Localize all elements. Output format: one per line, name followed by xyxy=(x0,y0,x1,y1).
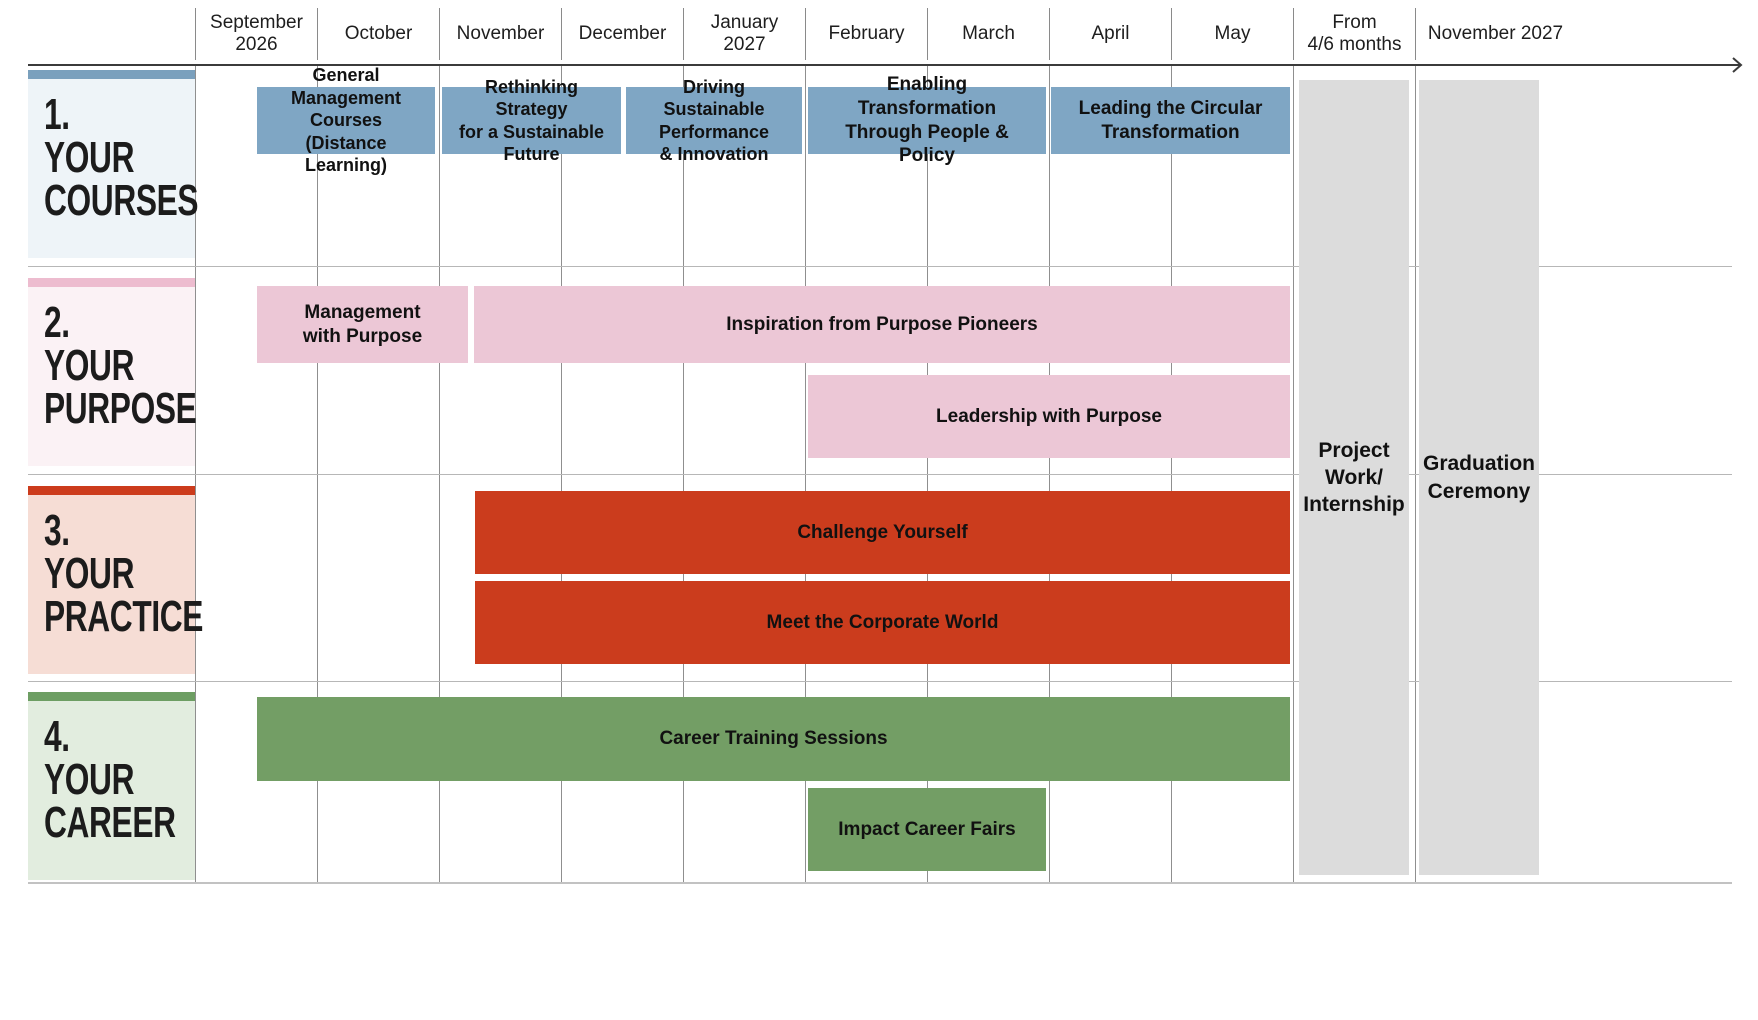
activity-bar[interactable]: Career Training Sessions xyxy=(257,697,1290,781)
timeline-axis xyxy=(28,64,1732,66)
row-divider xyxy=(28,681,1732,683)
category-card-body: 3. YOUR PRACTICE xyxy=(28,495,204,674)
activity-bar[interactable]: Challenge Yourself xyxy=(475,491,1290,574)
activity-bar[interactable]: Rethinking Strategy for a Sustainable Fu… xyxy=(442,77,621,164)
category-accent-bar xyxy=(28,486,195,495)
arrow-right-icon xyxy=(1724,56,1744,74)
timeline-column-header: September 2026 xyxy=(195,8,317,60)
category-card-your-courses[interactable]: 1. YOUR COURSES xyxy=(28,70,199,258)
activity-bar[interactable]: Management with Purpose xyxy=(257,286,468,363)
activity-bar[interactable]: Impact Career Fairs xyxy=(808,788,1046,871)
category-accent-bar xyxy=(28,70,195,79)
activity-bar[interactable]: Driving Sustainable Performance & Innova… xyxy=(626,77,802,164)
panel-graduation[interactable]: Graduation Ceremony xyxy=(1419,80,1539,875)
activity-bar[interactable]: Leading the Circular Transformation xyxy=(1051,87,1290,154)
category-accent-bar xyxy=(28,278,195,287)
row-divider xyxy=(28,474,1732,476)
category-card-body: 1. YOUR COURSES xyxy=(28,79,199,258)
timeline-column-header: May xyxy=(1171,8,1293,60)
timeline-column-header: April xyxy=(1049,8,1171,60)
panel-project-work[interactable]: Project Work/ Internship xyxy=(1299,80,1409,875)
category-label: 3. YOUR PRACTICE xyxy=(44,506,204,642)
timeline-column-header: November 2027 xyxy=(1415,8,1575,60)
category-card-body: 4. YOUR CAREER xyxy=(28,701,195,880)
category-label: 1. YOUR COURSES xyxy=(44,90,199,226)
activity-bar[interactable]: Meet the Corporate World xyxy=(475,581,1290,664)
activity-bar[interactable]: General Management Courses (Distance Lea… xyxy=(257,65,435,175)
timeline-column-header: March xyxy=(927,8,1049,60)
timeline-column-header: October xyxy=(317,8,439,60)
timeline-column-header: November xyxy=(439,8,561,60)
category-label: 4. YOUR CAREER xyxy=(44,712,176,848)
category-card-your-career[interactable]: 4. YOUR CAREER xyxy=(28,692,195,880)
category-label: 2. YOUR PURPOSE xyxy=(44,298,197,434)
activity-bar[interactable]: Leadership with Purpose xyxy=(808,375,1290,458)
category-card-your-practice[interactable]: 3. YOUR PRACTICE xyxy=(28,486,204,674)
category-card-body: 2. YOUR PURPOSE xyxy=(28,287,197,466)
timeline-column-header: January 2027 xyxy=(683,8,805,60)
category-accent-bar xyxy=(28,692,195,701)
timeline-column-header: From 4/6 months xyxy=(1293,8,1415,60)
timeline-column-header: February xyxy=(805,8,927,60)
timeline-baseline xyxy=(28,882,1732,884)
activity-bar[interactable]: Inspiration from Purpose Pioneers xyxy=(474,286,1290,363)
row-divider xyxy=(28,266,1732,268)
activity-bar[interactable]: Enabling Transformation Through People &… xyxy=(808,74,1046,166)
category-card-your-purpose[interactable]: 2. YOUR PURPOSE xyxy=(28,278,197,466)
timeline-column-header: December xyxy=(561,8,683,60)
